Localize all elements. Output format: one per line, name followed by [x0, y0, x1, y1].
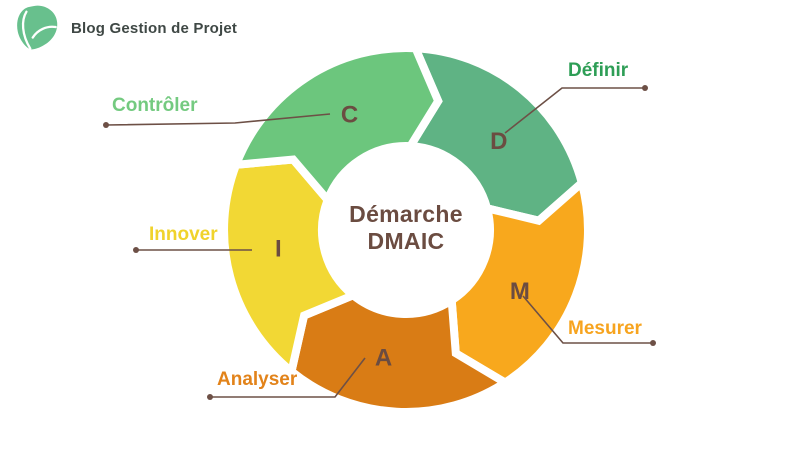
center-title-line1: Démarche	[349, 201, 463, 227]
label-analyser: Analyser	[217, 369, 298, 390]
label-mesurer: Mesurer	[568, 318, 642, 339]
label-controler: Contrôler	[112, 95, 198, 116]
label-definir: Définir	[568, 60, 629, 81]
leader-line-mesurer	[522, 295, 653, 344]
leader-lines	[103, 85, 656, 400]
segment-definir	[403, 43, 587, 226]
segment-letter-controler: C	[341, 102, 358, 129]
label-innover: Innover	[149, 224, 218, 245]
leader-line-definir	[504, 87, 645, 134]
site-logo-text: Blog Gestion de Projet	[71, 19, 238, 37]
leader-dot-mesurer	[650, 340, 656, 346]
segment-letter-definir: D	[490, 128, 507, 155]
segment-letter-innover: I	[275, 236, 282, 263]
leader-dot-definir	[642, 85, 648, 91]
segment-innover	[220, 155, 361, 379]
diagram-center-title: Démarche DMAIC	[349, 201, 463, 255]
leader-line-controler	[105, 113, 331, 126]
cycle-letters: DMAIC	[275, 102, 530, 372]
leader-dot-innover	[133, 247, 139, 253]
segment-controler	[230, 43, 443, 208]
site-logo[interactable]: Blog Gestion de Projet	[12, 5, 237, 51]
segment-letter-analyser: A	[375, 345, 392, 372]
leader-line-analyser	[210, 357, 366, 398]
leader-dot-controler	[103, 122, 109, 128]
leader-dot-analyser	[207, 394, 213, 400]
center-title-line2: DMAIC	[367, 228, 445, 254]
segment-analyser	[287, 290, 513, 416]
leaf-logo-icon	[17, 5, 58, 50]
